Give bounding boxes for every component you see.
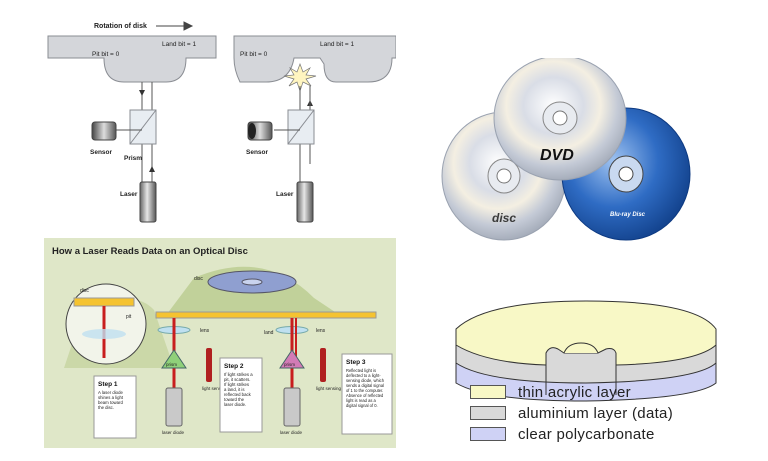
step3-line: sensing diode, which — [346, 378, 385, 383]
step3-line: sends a digital signal — [346, 383, 384, 388]
prism-label-1: prism — [166, 362, 177, 367]
step1-line: beam toward — [98, 400, 123, 405]
laser-diode-1 — [165, 387, 183, 427]
laser-label-right: Laser — [276, 191, 294, 198]
disc-layers-diagram — [455, 300, 717, 402]
legend-label: thin acrylic layer — [518, 383, 631, 401]
sensing-diode-1 — [206, 348, 212, 382]
lens-label-1: lens — [200, 328, 210, 334]
laser-reads-infographic: How a Laser Reads Data on an Optical Dis… — [44, 238, 396, 448]
sensing-diode-2 — [320, 348, 326, 382]
rotation-label: Rotation of disk — [94, 23, 147, 30]
step2-line: toward the — [224, 397, 245, 402]
sensor-label-left: Sensor — [90, 149, 113, 156]
legend-row-polycarbonate: clear polycarbonate — [470, 424, 673, 444]
layers-legend: thin acrylic layer aluminium layer (data… — [470, 382, 673, 445]
step2-line: a land, it is — [224, 387, 245, 392]
step2-title: Step 2 — [224, 363, 244, 370]
laser-diode-2 — [283, 387, 301, 427]
prism-label-2: prism — [284, 362, 295, 367]
disc-label-top: disc — [194, 276, 203, 282]
step3-line: digital signal of 0. — [346, 403, 378, 408]
laser-diode-label-2: laser diode — [280, 430, 303, 435]
step3-line: deflected to a light- — [346, 373, 381, 378]
legend-swatch — [470, 385, 506, 399]
step1-title: Step 1 — [98, 381, 118, 388]
disc-label-zoom: disc — [80, 288, 89, 294]
step2-line: laser diode. — [224, 402, 246, 407]
land-bit-label-left: Land bit = 1 — [162, 41, 197, 48]
step3-line: Absence of reflected — [346, 393, 384, 398]
lens-label-2: lens — [316, 328, 326, 334]
zoom-circle — [65, 283, 147, 365]
step2-line: If light strikes a — [224, 372, 253, 377]
pit-bit-label-left: Pit bit = 0 — [92, 51, 120, 58]
pit-bit-label-right: Pit bit = 0 — [240, 51, 268, 58]
laser-label-left: Laser — [120, 191, 138, 198]
sensor-label-right: Sensor — [246, 149, 269, 156]
dvd-label: DVD — [540, 147, 574, 164]
discs-illustration: disc Blu-ray Disc DVD — [441, 58, 691, 241]
step1-line: shines a light — [98, 395, 124, 400]
prism-label: Prism — [124, 155, 142, 162]
laser-reading-diagram: Rotation of disk Land bit = 1 Pit bit = … — [47, 21, 396, 223]
legend-row-acrylic: thin acrylic layer — [470, 382, 673, 402]
laser-left — [139, 181, 157, 223]
step1-line: A laser diode — [98, 390, 123, 395]
land-bit-label-right: Land bit = 1 — [320, 41, 355, 48]
sensor-left — [91, 121, 117, 141]
legend-row-aluminium: aluminium layer (data) — [470, 403, 673, 423]
step3-line: of 1 to the computer. — [346, 388, 383, 393]
legend-swatch — [470, 427, 506, 441]
cd-label: disc — [492, 211, 516, 225]
legend-label: clear polycarbonate — [518, 425, 655, 443]
step1-line: the disc. — [98, 405, 114, 410]
step3-line: Reflected light is — [346, 368, 376, 373]
step3-title: Step 3 — [346, 359, 366, 366]
step2-line: If light strikes — [224, 382, 249, 387]
prism-1 — [161, 349, 187, 369]
disk-surface-right — [233, 35, 396, 83]
laser-right — [296, 181, 314, 223]
disc-track — [155, 311, 377, 319]
land-label: land — [264, 330, 274, 336]
step3-line: light is read as a — [346, 398, 377, 403]
step2-line: pit, it scatters. — [224, 377, 251, 382]
legend-label: aluminium layer (data) — [518, 404, 673, 422]
pit-label: pit — [126, 314, 132, 320]
legend-swatch — [470, 406, 506, 420]
prism-2 — [279, 349, 305, 369]
step2-line: reflected back — [224, 392, 252, 397]
rotation-arrow-icon — [156, 21, 194, 31]
bluray-label: Blu-ray Disc — [610, 212, 646, 218]
sensing-label-2: light sensing diode — [316, 386, 354, 391]
info-title: How a Laser Reads Data on an Optical Dis… — [52, 246, 248, 257]
disk-surface-left — [47, 35, 217, 83]
laser-diode-label-1: laser diode — [162, 430, 185, 435]
